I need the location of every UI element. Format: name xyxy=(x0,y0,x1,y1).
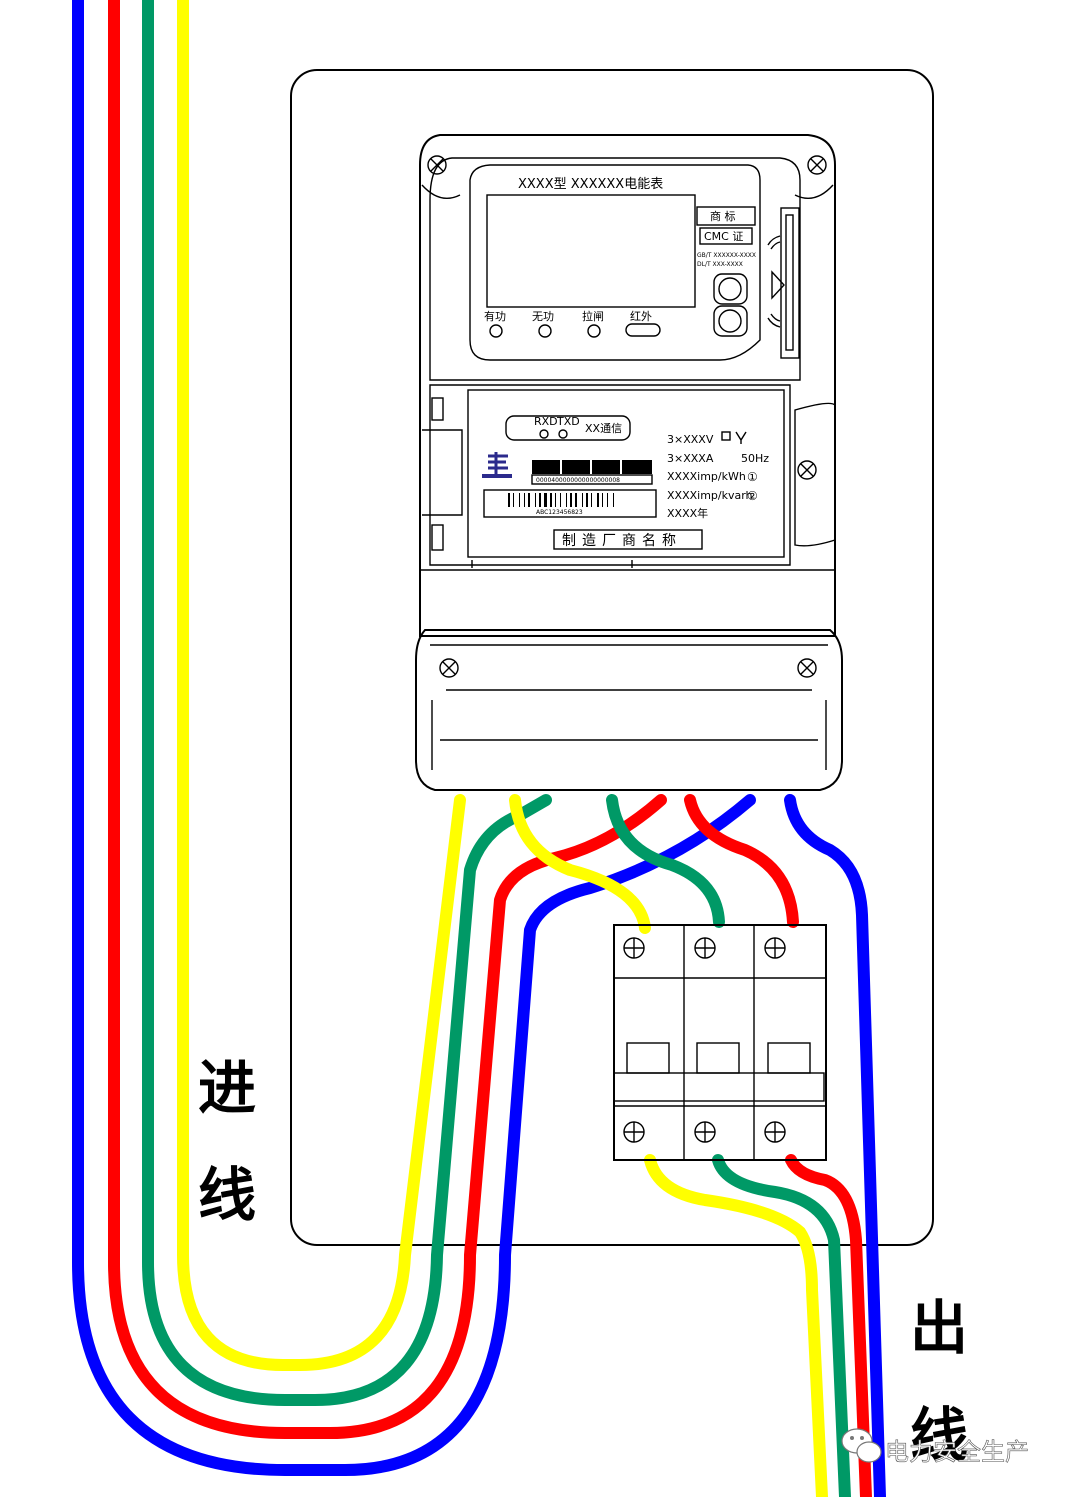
wire-in-blue xyxy=(72,0,756,1476)
watermark: 电力安全生产 xyxy=(841,1428,1029,1466)
nameplate xyxy=(467,389,785,558)
manufacture-year: XXXX年 xyxy=(667,506,708,520)
breaker-top-terminals xyxy=(623,937,786,959)
indicator-reactive-led xyxy=(538,324,552,338)
energy-meter: XXXX型 XXXXXX电能表 商 标 CMC 证 GB/T XXXXXX-XX… xyxy=(415,134,843,791)
side-clip-left-bottom xyxy=(431,524,444,551)
barcode-2-number: ABC123456823 xyxy=(536,509,583,516)
label-incoming-2: 线 xyxy=(198,1161,256,1229)
wire-meter-red xyxy=(684,794,799,928)
standard-gb: GB/T XXXXXX-XXXX xyxy=(697,252,756,259)
indicator-trip-led xyxy=(587,324,601,338)
meter-button-up[interactable] xyxy=(713,273,748,305)
comm-box xyxy=(505,415,631,441)
watermark-text: 电力安全生产 xyxy=(885,1438,1029,1466)
screw-top-right xyxy=(807,155,827,175)
standard-dl: DL/T XXX-XXXX xyxy=(697,261,743,268)
outgoing-wires xyxy=(644,794,886,1497)
meter-title: XXXX型 XXXXXX电能表 xyxy=(518,177,663,192)
rated-current: 3×XXXA xyxy=(667,452,714,465)
screw-top-left xyxy=(427,155,447,175)
meter-button-down[interactable] xyxy=(713,305,748,337)
cmc-label: CMC 证 xyxy=(704,230,743,243)
label-outgoing-1: 出 xyxy=(910,1294,968,1362)
mark-2: ② xyxy=(747,489,758,503)
indicator-label-reactive: 无功 xyxy=(532,310,554,323)
screw-bottom-left xyxy=(439,658,459,678)
wire-meter-yellow xyxy=(509,794,651,934)
breaker-handle-3[interactable] xyxy=(767,1042,811,1074)
lcd-display xyxy=(486,194,696,308)
active-constant: XXXXimp/kWh xyxy=(667,470,746,483)
side-clip-left-top xyxy=(431,397,444,421)
frequency: 50Hz xyxy=(741,452,769,465)
indicator-active-led xyxy=(489,324,503,338)
wire-in-green xyxy=(142,0,552,1406)
comm-txd: TXD xyxy=(556,415,580,428)
insulation-symbol xyxy=(721,431,731,441)
meter-display-frame xyxy=(469,164,761,361)
screw-side-right xyxy=(797,460,817,480)
meter-upper-panel xyxy=(429,157,801,381)
wire-out-yellow xyxy=(644,1154,828,1497)
breaker-body xyxy=(613,924,827,1161)
mark-1: ① xyxy=(747,470,758,484)
barcode-2 xyxy=(508,493,614,507)
meter-to-breaker-wires xyxy=(509,794,799,934)
label-outgoing-2: 线 xyxy=(910,1401,968,1469)
indicator-label-active: 有功 xyxy=(484,309,506,323)
incoming-wires xyxy=(72,0,756,1476)
infrared-window xyxy=(625,323,661,337)
wire-out-green xyxy=(712,1154,851,1497)
indicator-label-trip: 拉闸 xyxy=(582,309,604,323)
manufacturer-box xyxy=(553,529,703,550)
circuit-breaker xyxy=(613,924,827,1161)
trademark-label: 商 标 xyxy=(710,209,736,223)
wireless-symbol xyxy=(735,431,747,444)
barcode-2-frame xyxy=(483,489,657,518)
mounting-board xyxy=(290,69,934,1246)
wire-in-yellow xyxy=(177,0,466,1371)
card-slot xyxy=(780,207,800,359)
breaker-handle-1[interactable] xyxy=(626,1042,670,1074)
reactive-constant: XXXXimp/kvarh xyxy=(667,489,753,502)
wire-in-red xyxy=(108,0,667,1439)
wechat-icon xyxy=(841,1428,882,1463)
wire-out-red xyxy=(785,1154,872,1497)
barcode-1-number: 0000400000000000000008 xyxy=(536,477,620,484)
wireless-icon-bottom xyxy=(767,313,781,328)
terminal-cover xyxy=(415,629,843,791)
wire-meter-green xyxy=(606,794,725,928)
comm-rxd: RXD xyxy=(534,415,558,428)
rated-voltage: 3×XXXV xyxy=(667,433,714,446)
manufacturer-name: 制造厂商名称 xyxy=(562,533,682,549)
utility-logo xyxy=(482,452,512,478)
breaker-handle-2[interactable] xyxy=(696,1042,740,1074)
indicator-label-infrared: 红外 xyxy=(630,310,652,323)
breaker-bottom-terminals xyxy=(623,1121,786,1143)
wireless-icon-top xyxy=(767,235,781,250)
cmc-box xyxy=(699,227,753,245)
label-incoming-1: 进 xyxy=(198,1054,256,1122)
screw-bottom-right xyxy=(797,658,817,678)
comm-label: XX通信 xyxy=(585,422,622,435)
breaker-handle-bar xyxy=(613,1072,825,1102)
trademark-box xyxy=(696,206,756,226)
wire-out-blue xyxy=(784,794,886,1497)
